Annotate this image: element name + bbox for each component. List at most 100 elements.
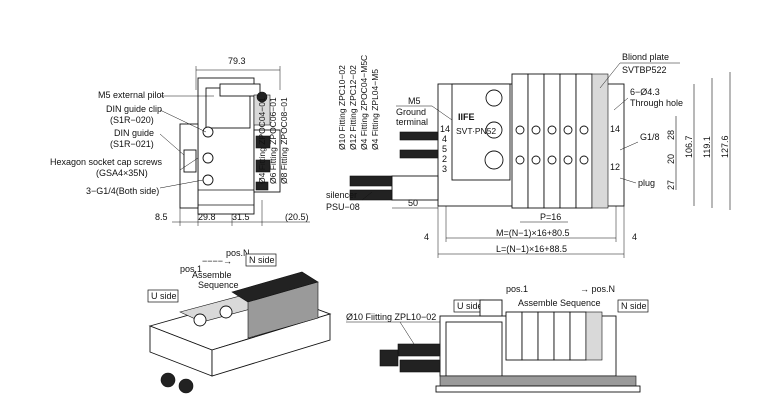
bottom-valve — [537, 311, 555, 361]
bottom-view: U side pos.1 → pos.N Assemble Sequence N… — [346, 284, 649, 393]
port-14: 14 — [440, 124, 450, 134]
leader-line — [159, 133, 185, 156]
iso-connector — [193, 313, 207, 327]
dim-4-left: 4 — [424, 232, 429, 242]
through-label: Through hole — [630, 98, 683, 108]
fitting-label: Ø6 Fitting ZPOC06−01 — [268, 97, 278, 184]
holes-label: 6−Ø4.3 — [630, 87, 660, 97]
din-clip — [183, 149, 197, 173]
port-circle — [547, 125, 557, 135]
fitting-label: Ø10 Fiitting ZPL10−02 — [346, 312, 436, 322]
connector-circle — [485, 121, 503, 139]
port-2: 2 — [442, 154, 447, 164]
valve-station — [527, 73, 545, 209]
port-circle — [202, 126, 214, 138]
port-circle — [531, 155, 541, 165]
port-14-right: 14 — [610, 124, 620, 134]
port-circle — [202, 152, 214, 164]
bottom-elbow — [379, 349, 399, 367]
g18-label: G1/8 — [640, 132, 660, 142]
ground-label: Ground — [396, 107, 426, 117]
silencer-code: PSU−08 — [326, 202, 360, 212]
iso-u-side-box — [147, 289, 179, 303]
dim-width-label: 79.3 — [228, 56, 246, 66]
port-5: 5 — [442, 144, 447, 154]
bottom-fitting — [399, 359, 441, 373]
n-side-box — [617, 299, 649, 313]
valve-station — [559, 73, 577, 209]
bottom-valve — [569, 311, 587, 361]
valve-station — [575, 73, 593, 209]
hex-screw-code: (GSA4×35N) — [96, 168, 148, 178]
iso-valve-front — [247, 281, 319, 339]
iso-connector — [219, 305, 233, 319]
valve-station — [511, 73, 529, 209]
port-4: 4 — [442, 134, 447, 144]
dim-20: 20 — [666, 154, 676, 164]
logo-text: IIFE — [458, 112, 475, 122]
port-circle — [579, 155, 589, 165]
dim-298: 29.8 — [198, 212, 216, 222]
fitting-label: Ø10 Fitting ZPC10−02 — [337, 65, 347, 150]
assemble-sequence-label: Assemble Sequence — [518, 298, 601, 308]
iso-fitting — [178, 378, 194, 394]
port-circle — [202, 174, 214, 186]
blind-plate — [591, 73, 609, 209]
valve-stations — [511, 73, 609, 209]
leader-line — [619, 177, 637, 184]
top-view: Ø10 Fitting ZPC10−02 Ø12 Fitting ZPC12−0… — [326, 52, 731, 258]
leader-line — [619, 141, 639, 151]
iso-view: pos.1 −−−−→ pos.N Assemble Sequence N si… — [147, 248, 332, 394]
port-circle — [515, 125, 525, 135]
silencer-label: silencer — [326, 190, 357, 200]
fitting-label: Ø4 Fitting ZPOC04−M5C — [359, 55, 369, 150]
fittings-right-group: Ø4 Fitting ZPOC04−01 Ø6 Fitting ZPOC06−0… — [257, 97, 289, 184]
module-text: SVT∙PN52 — [456, 126, 496, 136]
port-3: 3 — [442, 164, 447, 174]
din-rail — [439, 375, 637, 387]
blind-plate-label: Bliond plate — [622, 52, 669, 62]
leader-line — [159, 109, 207, 133]
din-guide-code: (S1R−021) — [110, 139, 154, 149]
port-circle — [515, 155, 525, 165]
g14-label: 3−G1/4(Both side) — [86, 186, 159, 196]
port-12-right: 12 — [610, 162, 620, 172]
dim-28: 28 — [666, 130, 676, 140]
connector-knob — [256, 91, 268, 103]
bottom-valve — [521, 311, 539, 361]
leader-line — [179, 157, 199, 171]
pos1-label: pos.1 — [506, 284, 528, 294]
bottom-valve — [505, 311, 523, 361]
fitting-tube — [399, 149, 439, 159]
l-formula: L=(N−1)×16+88.5 — [496, 244, 567, 254]
side-view: 79.3 M5 external pilot DIN guide clip (S… — [50, 56, 310, 226]
iso-u-side: U side — [151, 291, 177, 301]
valve-station — [543, 73, 561, 209]
port-circle — [563, 125, 573, 135]
fitting-label: Ø4 Fitting ZPOC04−01 — [257, 97, 267, 184]
u-side-label: U side — [457, 301, 483, 311]
fitting-label: Ø8 Fitting ZPOC08−01 — [279, 97, 289, 184]
dim-1276: 127.6 — [720, 135, 730, 158]
leader-line — [159, 179, 204, 189]
din-guide-label: DIN guide — [114, 128, 154, 138]
fitting-tube — [399, 131, 439, 141]
n-side-label: N side — [621, 301, 647, 311]
dim-205: (20.5) — [285, 212, 309, 222]
fitting-body — [255, 135, 271, 149]
fitting-body — [255, 159, 271, 173]
din-clip-code: (S1R−020) — [110, 115, 154, 125]
fitting-label: Ø4 Fitting ZPL04−M5 — [370, 69, 380, 150]
m-formula: M=(N−1)×16+80.5 — [496, 228, 570, 238]
din-rail-base — [435, 385, 641, 393]
bottom-valve — [553, 311, 571, 361]
iso-arrow: −−−−→ — [202, 256, 232, 266]
port-circle — [563, 155, 573, 165]
pitch-label: P=16 — [540, 212, 561, 222]
m5-pilot-label: M5 external pilot — [98, 90, 165, 100]
connector-circle — [484, 150, 504, 170]
dim-50: 50 — [408, 198, 418, 208]
bottom-module — [445, 321, 503, 377]
din-clip-label: DIN guide clip — [106, 104, 162, 114]
